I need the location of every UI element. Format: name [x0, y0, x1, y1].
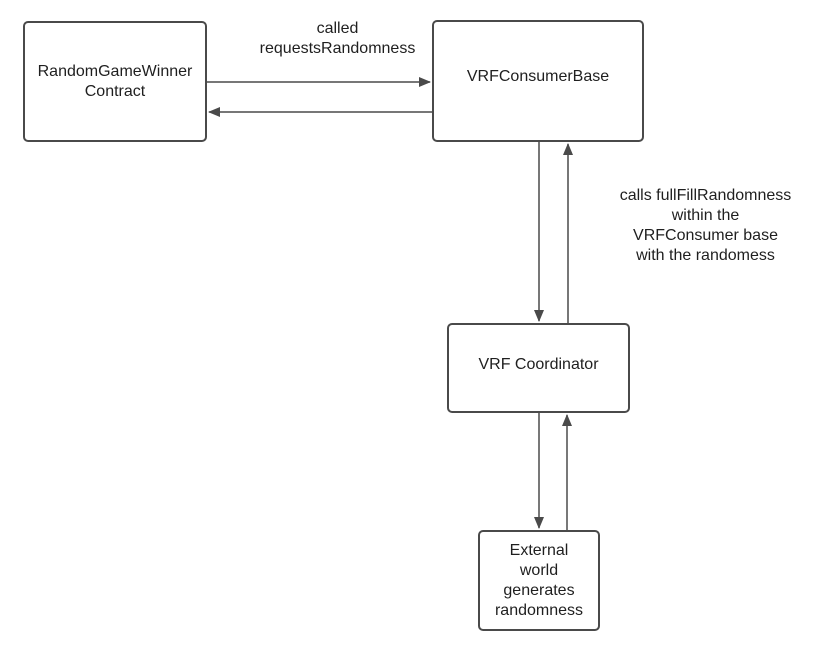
random-game-winner-contract-node: RandomGameWinner Contract [23, 21, 207, 142]
calls-fulfill-randomness-label: calls fullFillRandomness within the VRFC… [619, 187, 792, 264]
external-world-node: External world generates randomness [478, 530, 600, 631]
vrf-coordinator-node: VRF Coordinator [447, 323, 630, 413]
vrf-consumer-base-node: VRFConsumerBase [432, 20, 644, 142]
called-requests-randomness-label: called requestsRandomness [259, 20, 416, 57]
